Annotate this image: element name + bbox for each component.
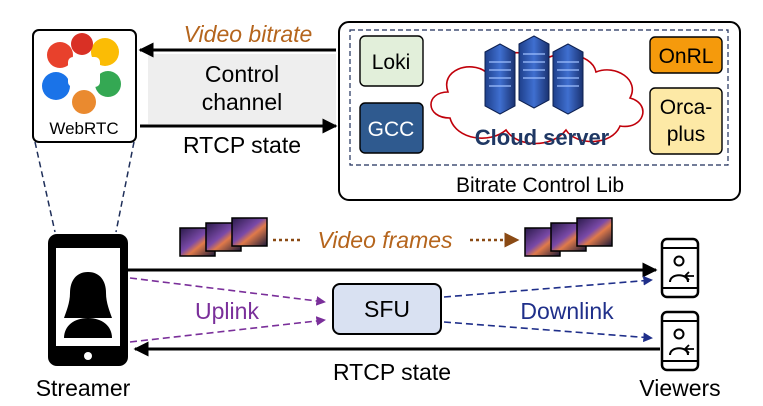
webrtc-logo-icon	[42, 33, 121, 114]
sfu-node: SFU	[332, 283, 442, 335]
webrtc-to-streamer-links	[34, 141, 135, 233]
streamer-label: Streamer	[36, 375, 131, 401]
algo-orca-plus: Orca- plus	[649, 87, 723, 155]
bitrate-control-lib: Cloud server Loki GCC OnRL Orca- plus Bi…	[338, 21, 741, 201]
cloud-server-label: Cloud server	[475, 125, 610, 150]
viewer-phone-icon	[660, 237, 700, 299]
video-frames-left-icon	[179, 217, 268, 257]
control-channel-label-line1: Control	[205, 61, 279, 87]
algo-loki-label: Loki	[372, 51, 411, 74]
downlink-arrow-bottom	[443, 321, 653, 343]
video-frames-label: Video frames	[317, 227, 453, 253]
server-icon	[484, 35, 584, 115]
algo-orca-label-line1: Orca-	[660, 96, 713, 119]
algo-onrl: OnRL	[649, 36, 723, 74]
algo-onrl-label: OnRL	[659, 45, 714, 68]
control-channel-band	[148, 54, 336, 124]
viewer-phone-icon	[660, 310, 700, 372]
downlink-arrow-top	[443, 275, 653, 298]
algo-loki: Loki	[359, 35, 424, 87]
video-bitrate-label: Video bitrate	[184, 21, 313, 47]
bitrate-control-lib-title: Bitrate Control Lib	[456, 174, 624, 197]
viewers-label: Viewers	[639, 375, 720, 401]
algo-gcc-label: GCC	[368, 118, 415, 141]
rtcp-state-label-bottom: RTCP state	[333, 359, 451, 385]
uplink-label: Uplink	[195, 298, 259, 324]
sfu-label: SFU	[364, 296, 410, 322]
algo-gcc: GCC	[359, 102, 424, 154]
webrtc-label: WebRTC	[49, 119, 118, 138]
webrtc-node: WebRTC	[32, 29, 137, 143]
control-channel: Video bitrate Control channel RTCP state	[138, 21, 338, 158]
lib-inner-dashed-frame	[349, 29, 729, 166]
video-frames-right-icon	[524, 217, 613, 257]
streamer-avatar-icon	[64, 272, 112, 338]
algo-orca-label-line2: plus	[667, 123, 706, 146]
rtcp-state-label-top: RTCP state	[183, 132, 301, 158]
streamer-phone-icon	[48, 234, 128, 366]
control-channel-label-line2: channel	[202, 89, 283, 115]
downlink-label: Downlink	[520, 298, 614, 324]
